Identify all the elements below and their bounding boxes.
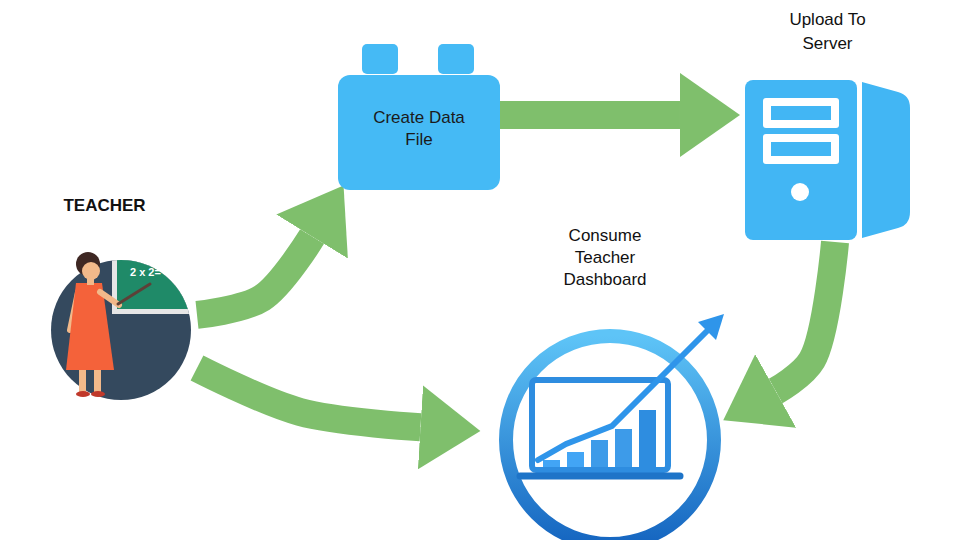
teacher-arm [100, 292, 119, 305]
server-side [862, 82, 910, 238]
dashboard-node: Consume Teacher Dashboard [480, 225, 730, 535]
chart-bar [543, 460, 560, 467]
server-front [745, 80, 857, 240]
flow-arrow [776, 242, 835, 391]
trend-line [538, 332, 706, 460]
chalkboard-surface [117, 253, 199, 309]
server-slot-inner [771, 142, 831, 156]
server-node: Upload To Server [740, 8, 915, 242]
teacher-shoe [91, 391, 105, 397]
chalkboard-text: 2 x 2= [130, 266, 161, 278]
flow-arrow [500, 101, 680, 129]
data-file-box: Create Data File [338, 75, 500, 190]
flow-arrow [197, 237, 312, 315]
teacher-face [82, 262, 100, 280]
flow-arrow [197, 368, 420, 427]
pointer-stick [118, 284, 150, 304]
server-slot-inner [771, 106, 831, 120]
server-slot [763, 134, 839, 164]
teacher-node: TEACHER [42, 195, 197, 405]
file-tab [362, 44, 398, 74]
file-tab [438, 44, 474, 74]
chart-bar [639, 410, 656, 467]
trend-arrowhead [698, 314, 724, 340]
node-title: Create Data File [363, 107, 475, 151]
chalkboard [112, 248, 204, 314]
chart-bar [591, 440, 608, 467]
chalkboard-frame [112, 248, 204, 314]
node-title: Upload To Server [776, 8, 880, 56]
server-button [791, 183, 809, 201]
chart-bar [567, 452, 584, 467]
node-title: TEACHER [42, 195, 197, 217]
dashboard-ring [506, 336, 714, 540]
teacher-neck [87, 278, 94, 285]
node-title: Consume Teacher Dashboard [549, 225, 661, 291]
teacher-shoe [76, 391, 90, 397]
server-slot [763, 98, 839, 128]
chart-bar [615, 429, 632, 467]
dashboard-base [520, 473, 680, 480]
